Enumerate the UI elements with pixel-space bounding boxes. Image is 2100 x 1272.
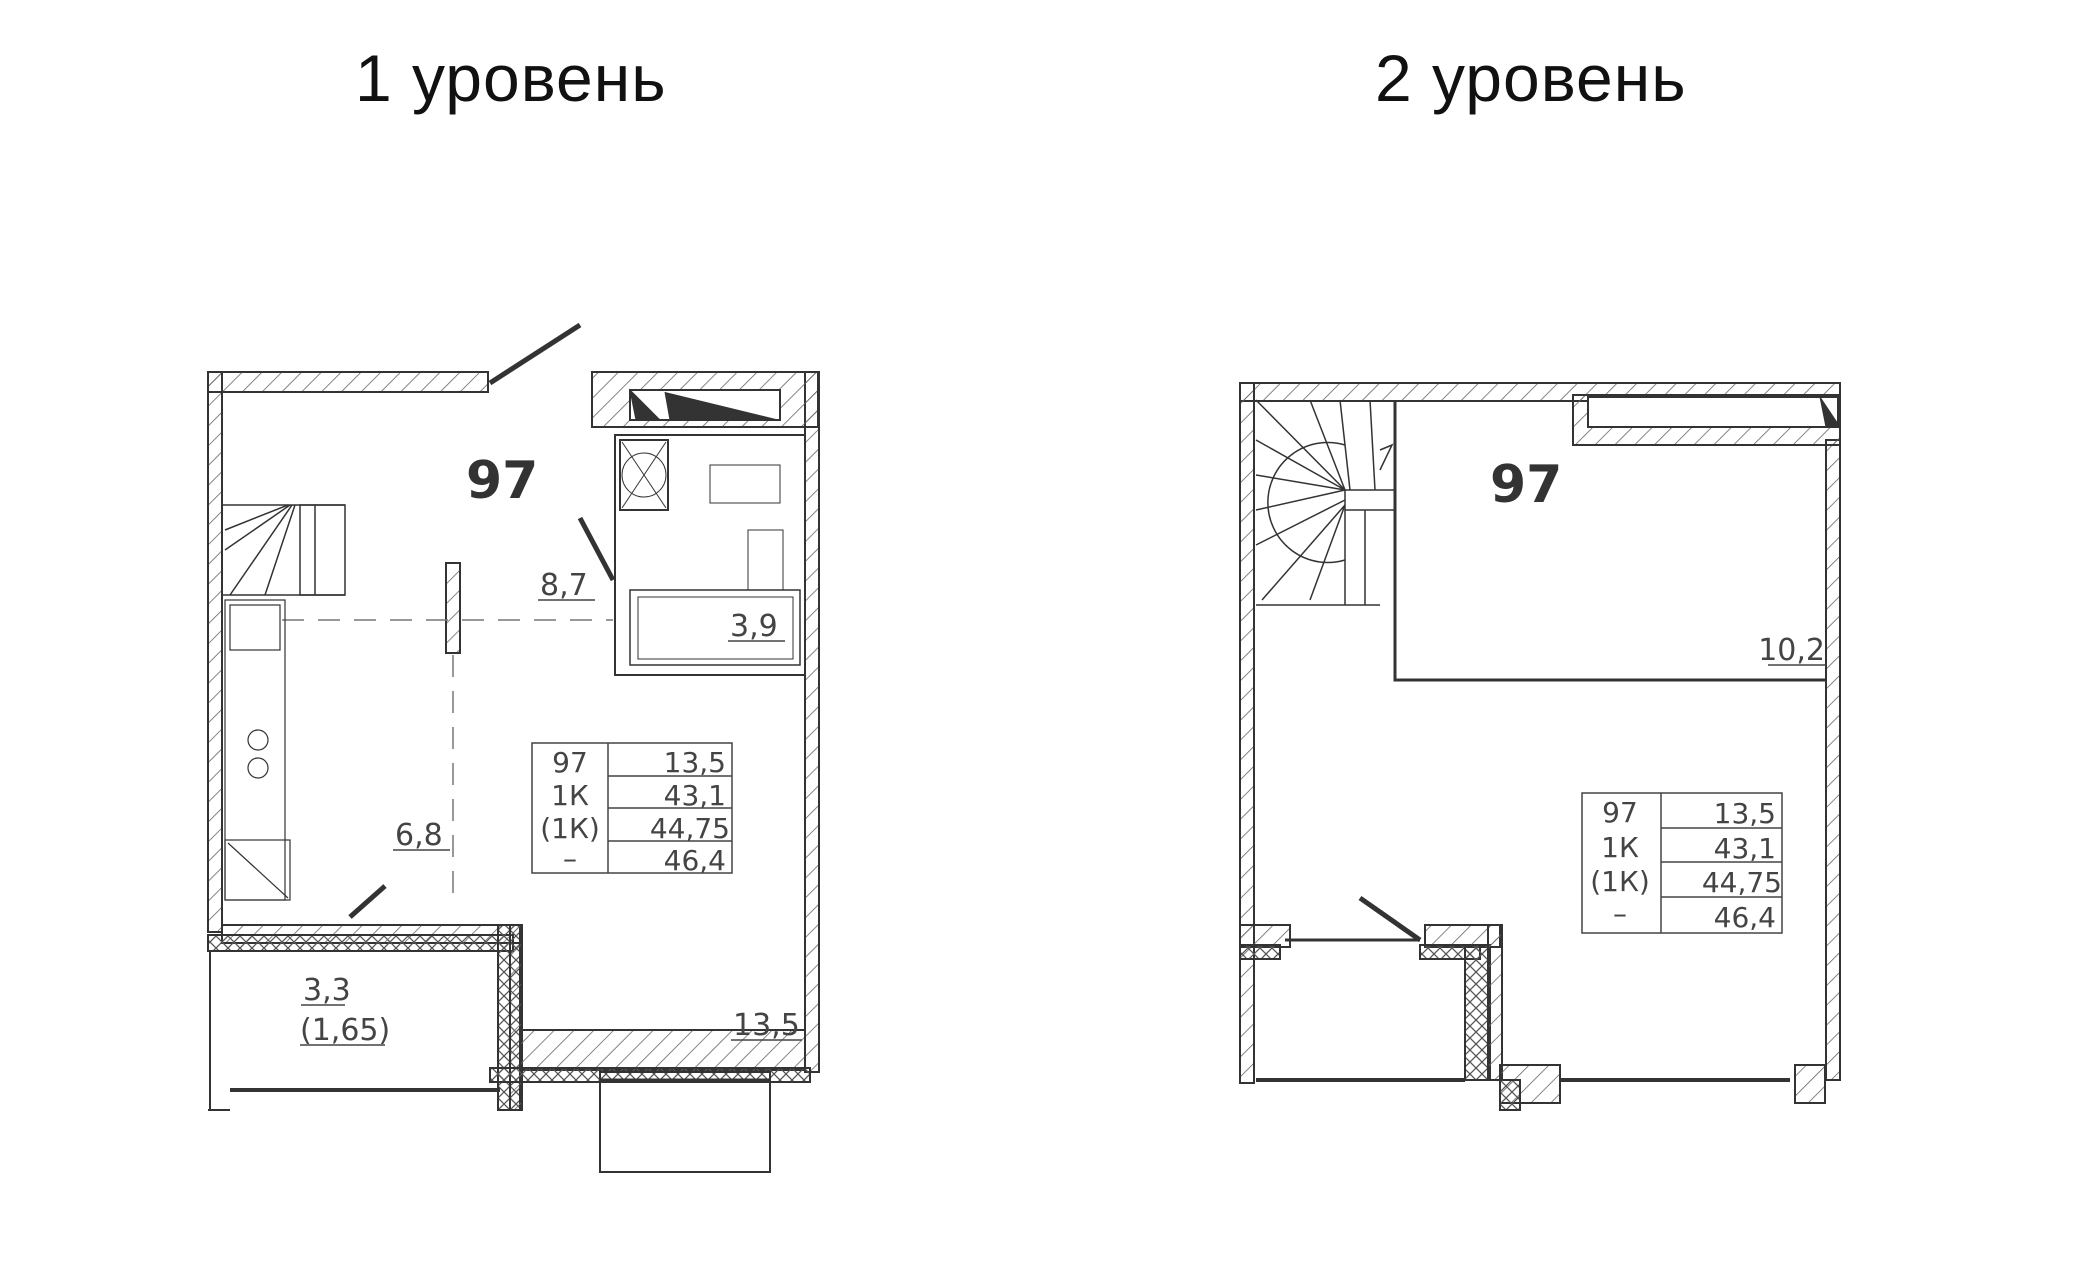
bathroom-area: 3,9 — [730, 609, 778, 644]
staircase — [1255, 399, 1396, 606]
info-gross-area: 46,4 — [1714, 901, 1776, 934]
column — [445, 562, 461, 654]
info-total-area: 43,1 — [1714, 832, 1776, 865]
info-living-area: 13,5 — [664, 746, 726, 779]
balcony-door — [1358, 895, 1422, 943]
bathtub — [629, 589, 801, 666]
level-1-apartment-number: 97 — [466, 451, 538, 511]
info-total-with-balcony: 44,75 — [650, 812, 730, 845]
balcony-door — [348, 884, 387, 919]
hall-area: 8,7 — [540, 568, 588, 603]
mezzanine-area: 10,2 — [1758, 633, 1825, 668]
level-1-room-labels: 8,7 3,9 6,8 13,5 3,3 (1,65) — [300, 568, 802, 1048]
bay-window — [599, 1071, 771, 1173]
level-2-apartment-number: 97 — [1490, 455, 1562, 515]
level-1-title: 1 уровень — [355, 41, 667, 115]
info-apt-number: 97 — [1602, 796, 1638, 829]
info-dash: – — [563, 842, 577, 875]
entry-door — [488, 322, 582, 386]
info-rooms-alt: (1К) — [1590, 865, 1650, 898]
kitchen-set — [224, 599, 291, 901]
info-living-area: 13,5 — [1714, 797, 1776, 830]
level-2-info-table — [1581, 792, 1783, 934]
bathroom-door — [577, 516, 616, 582]
level-1-plan — [207, 322, 820, 1173]
kitchen-area: 6,8 — [395, 818, 443, 853]
sink — [709, 464, 781, 504]
living-area: 13,5 — [733, 1008, 800, 1043]
wall-top-left — [207, 371, 489, 393]
balcony-reduced-area: (1,65) — [300, 1013, 390, 1048]
info-total-area: 43,1 — [664, 779, 726, 812]
balcony-area: 3,3 — [303, 973, 351, 1008]
bathroom-walls — [614, 434, 806, 676]
info-total-with-balcony: 44,75 — [1702, 866, 1782, 899]
wall-left — [207, 371, 223, 933]
info-rooms: 1К — [551, 779, 589, 812]
level-2-plan — [1239, 382, 1841, 1111]
toilet — [747, 529, 784, 591]
mezzanine-edge — [1393, 401, 1826, 682]
info-dash: – — [1613, 897, 1627, 930]
level-2-title: 2 уровень — [1375, 41, 1687, 115]
wall-left — [1239, 382, 1255, 1084]
info-apt-number: 97 — [552, 746, 588, 779]
info-rooms: 1К — [1601, 831, 1639, 864]
wall-right — [804, 371, 820, 1073]
staircase — [222, 504, 346, 596]
wall-right — [1825, 439, 1841, 1081]
level-1-info-table — [531, 742, 733, 874]
washer — [619, 439, 669, 511]
info-rooms-alt: (1К) — [540, 812, 600, 845]
info-gross-area: 46,4 — [664, 844, 726, 877]
